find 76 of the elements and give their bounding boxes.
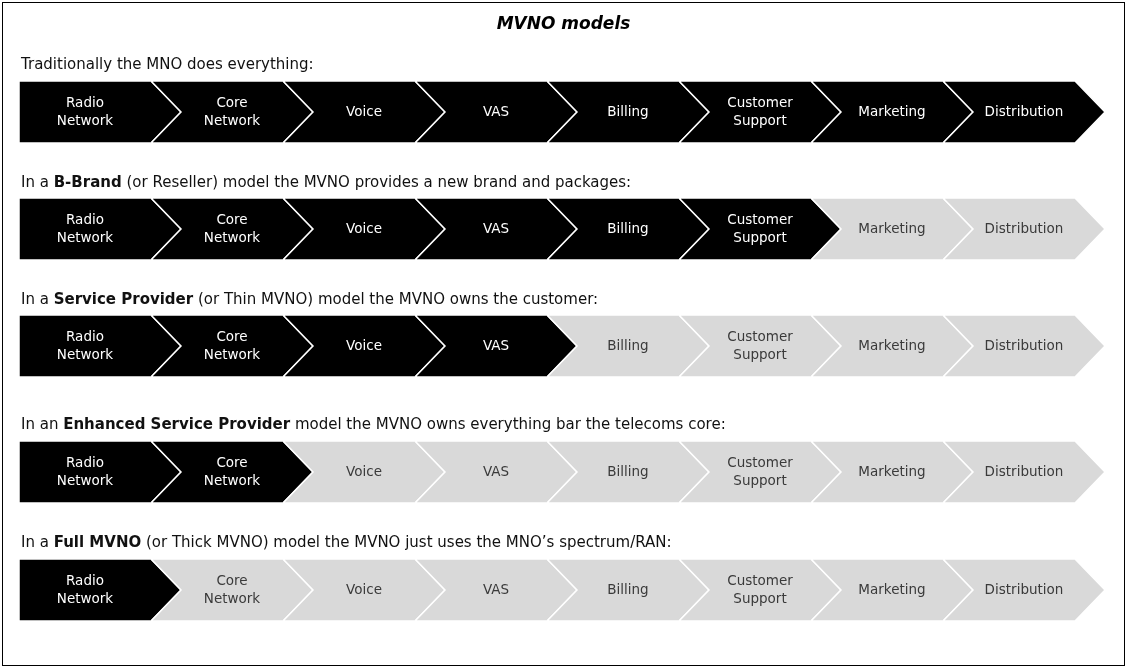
step-label: Distribution bbox=[984, 581, 1064, 599]
chevron-step bbox=[811, 441, 973, 503]
step-label: Voice bbox=[346, 463, 382, 481]
chevron-step bbox=[415, 81, 577, 143]
row-heading: In a Full MVNO (or Thick MVNO) model the MVNO just uses the MNO’s spectrum/RAN: bbox=[21, 533, 672, 551]
step-label: Marketing bbox=[858, 103, 926, 121]
step-label: VAS bbox=[482, 581, 510, 599]
step-label: Billing bbox=[607, 103, 649, 121]
step-label: Voice bbox=[346, 103, 382, 121]
chevron-step bbox=[283, 441, 445, 503]
chevron-step bbox=[679, 81, 841, 143]
chevron-step bbox=[415, 198, 577, 260]
chevron-step bbox=[811, 559, 973, 621]
chevron-step bbox=[151, 198, 313, 260]
step-label: Distribution bbox=[984, 337, 1064, 355]
step-label: Customer Support bbox=[726, 572, 794, 608]
step-label: Billing bbox=[607, 337, 649, 355]
step-label: Marketing bbox=[858, 220, 926, 238]
chevron-step bbox=[415, 559, 577, 621]
chevron-step bbox=[415, 441, 577, 503]
chevron-step bbox=[151, 81, 313, 143]
chevron-step bbox=[283, 559, 445, 621]
row-heading: In an Enhanced Service Provider model the MVNO owns everything bar the telecoms core: bbox=[21, 415, 726, 433]
chevron-step bbox=[547, 441, 709, 503]
chevron-step bbox=[679, 441, 841, 503]
chevron-step bbox=[679, 315, 841, 377]
step-label: Core Network bbox=[202, 572, 262, 608]
step-label: Marketing bbox=[858, 337, 926, 355]
chevron-step bbox=[811, 315, 973, 377]
chevron-step bbox=[151, 315, 313, 377]
chevron-step bbox=[679, 198, 841, 260]
row-heading: In a Service Provider (or Thin MVNO) model the MVNO owns the customer: bbox=[21, 290, 599, 308]
step-label: Voice bbox=[346, 337, 382, 355]
chevron-step bbox=[943, 81, 1105, 143]
step-label: Customer Support bbox=[726, 211, 794, 247]
row-heading: Traditionally the MNO does everything: bbox=[21, 55, 314, 73]
chevron-step bbox=[547, 81, 709, 143]
step-label: Billing bbox=[607, 581, 649, 599]
chevron-step bbox=[811, 198, 973, 260]
chevron-step bbox=[943, 198, 1105, 260]
chevron-step bbox=[283, 81, 445, 143]
chevron-step bbox=[415, 315, 577, 377]
step-label: Marketing bbox=[858, 581, 926, 599]
step-label: Billing bbox=[607, 463, 649, 481]
chevron-step bbox=[283, 198, 445, 260]
step-label: Core Network bbox=[202, 328, 262, 364]
chevron-step bbox=[151, 559, 313, 621]
step-label: Core Network bbox=[202, 454, 262, 490]
step-label: VAS bbox=[482, 337, 510, 355]
step-label: Customer Support bbox=[726, 328, 794, 364]
chevron-step bbox=[547, 559, 709, 621]
step-label: Voice bbox=[346, 220, 382, 238]
chevron-step bbox=[811, 81, 973, 143]
chevron-step bbox=[679, 559, 841, 621]
step-label: Distribution bbox=[984, 103, 1064, 121]
step-label: Customer Support bbox=[726, 454, 794, 490]
step-label: Voice bbox=[346, 581, 382, 599]
chevron-step bbox=[943, 559, 1105, 621]
step-label: Customer Support bbox=[726, 94, 794, 130]
step-label: Billing bbox=[607, 220, 649, 238]
step-label: Marketing bbox=[858, 463, 926, 481]
step-label: Distribution bbox=[984, 463, 1064, 481]
step-label: Distribution bbox=[984, 220, 1064, 238]
step-label: VAS bbox=[482, 103, 510, 121]
diagram-title: MVNO models bbox=[495, 13, 632, 33]
chevron-step bbox=[151, 441, 313, 503]
chevron-step bbox=[943, 315, 1105, 377]
step-label: Core Network bbox=[202, 211, 262, 247]
chevron-step bbox=[547, 198, 709, 260]
chevron-step bbox=[547, 315, 709, 377]
step-label: VAS bbox=[482, 220, 510, 238]
chevron-step bbox=[943, 441, 1105, 503]
step-label: VAS bbox=[482, 463, 510, 481]
chevron-step bbox=[283, 315, 445, 377]
row-heading: In a B-Brand (or Reseller) model the MVNO provides a new brand and packages: bbox=[21, 173, 632, 191]
step-label: Core Network bbox=[202, 94, 262, 130]
